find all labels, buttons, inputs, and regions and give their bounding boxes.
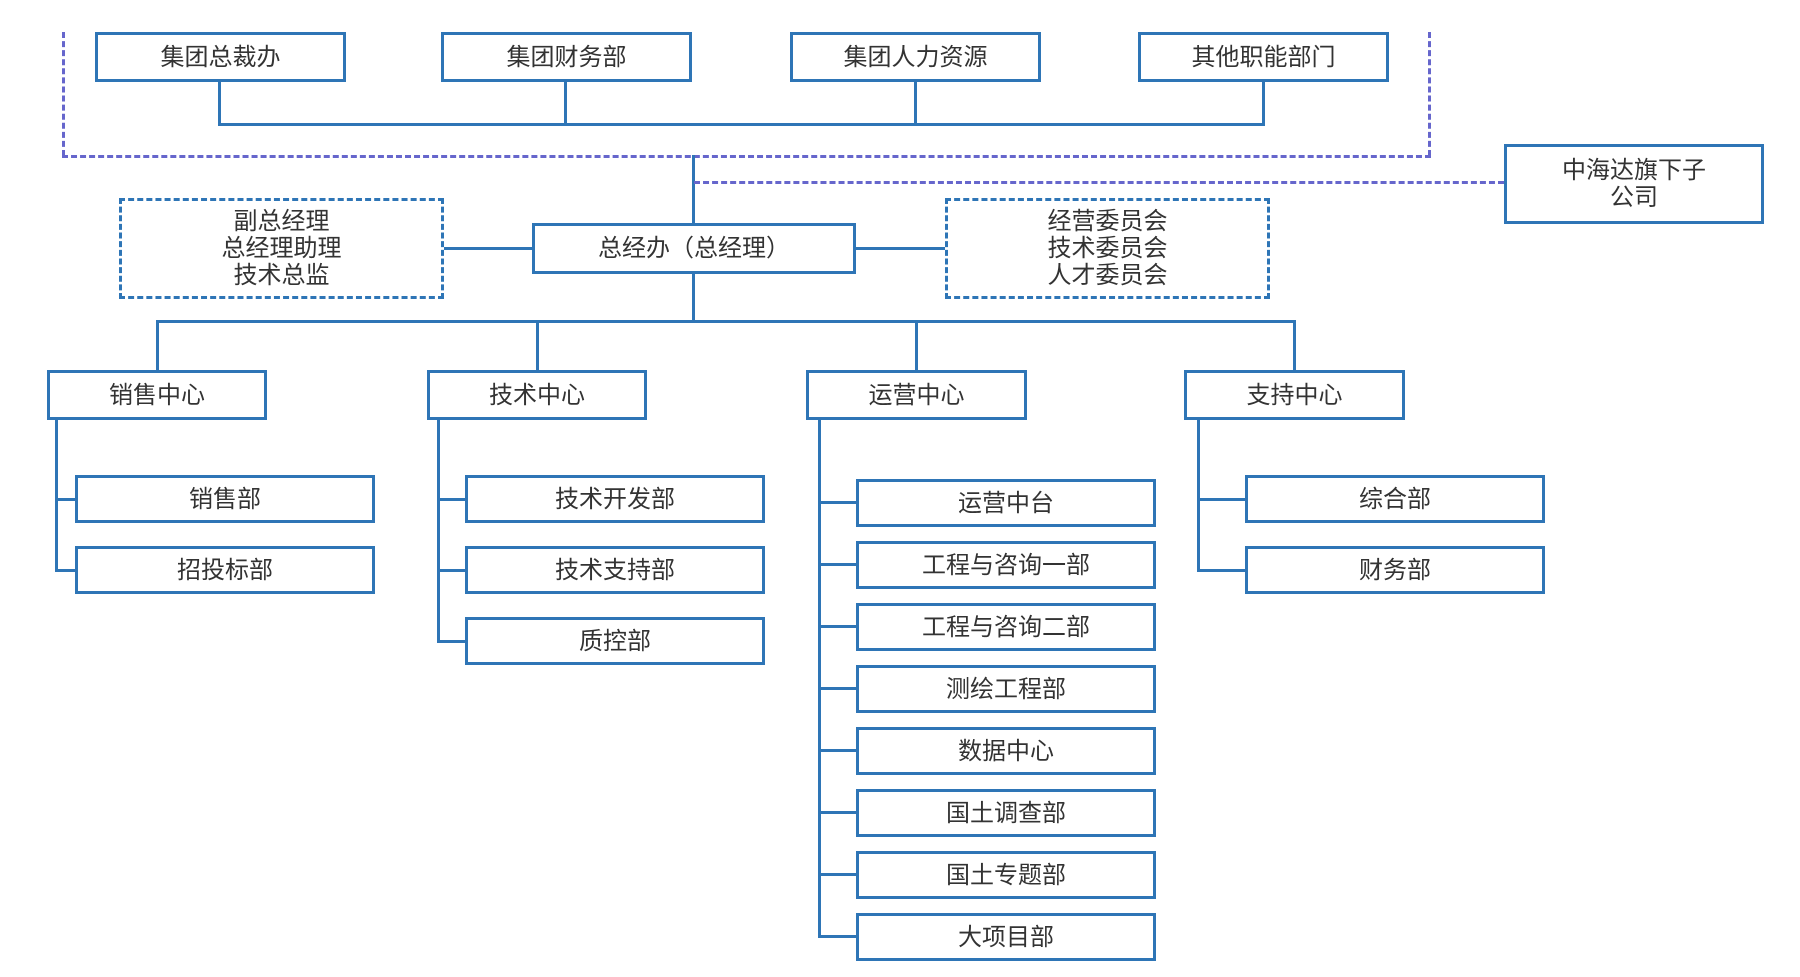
dept-box: 招投标部: [75, 546, 375, 594]
dept-box: 运营中台: [856, 479, 1156, 527]
connector: [914, 82, 917, 125]
dept-box: 工程与咨询一部: [856, 541, 1156, 589]
connector: [156, 320, 1296, 323]
connector: [536, 320, 539, 370]
subsidiary-box: 中海达旗下子 公司: [1504, 144, 1764, 224]
connector: [818, 873, 856, 876]
connector: [437, 498, 465, 501]
connector: [1197, 420, 1200, 572]
dept-box: 国土调查部: [856, 789, 1156, 837]
connector: [437, 569, 465, 572]
connector: [856, 247, 945, 250]
connector: [692, 155, 695, 223]
connector: [818, 687, 856, 690]
connector: [156, 320, 159, 370]
connector: [564, 82, 567, 125]
dept-box: 技术开发部: [465, 475, 765, 523]
connector: [915, 320, 918, 370]
committees-box: 经营委员会 技术委员会 人才委员会: [945, 198, 1270, 299]
group-bracket-right: [1428, 32, 1431, 156]
center-box-sales: 销售中心: [47, 370, 267, 420]
connector: [55, 569, 75, 572]
dept-box: 销售部: [75, 475, 375, 523]
deputies-box: 副总经理 总经理助理 技术总监: [119, 198, 444, 299]
connector: [818, 749, 856, 752]
dept-box: 大项目部: [856, 913, 1156, 961]
connector: [55, 498, 75, 501]
connector: [818, 563, 856, 566]
connector: [1262, 82, 1265, 125]
dept-box: 工程与咨询二部: [856, 603, 1156, 651]
group-bracket-left: [62, 32, 65, 156]
connector: [1293, 320, 1296, 370]
connector: [818, 625, 856, 628]
connector: [1197, 569, 1245, 572]
connector: [437, 420, 440, 643]
connector: [218, 123, 1265, 126]
dept-box: 质控部: [465, 617, 765, 665]
dept-box: 测绘工程部: [856, 665, 1156, 713]
connector: [444, 247, 532, 250]
group-dept-box: 集团人力资源: [790, 32, 1041, 82]
connector: [218, 82, 221, 125]
center-box-support: 支持中心: [1184, 370, 1405, 420]
connector: [818, 501, 856, 504]
connector: [1197, 498, 1245, 501]
group-bracket-bottom: [62, 155, 1431, 158]
subsidiary-link: [694, 181, 1504, 184]
center-box-tech: 技术中心: [427, 370, 647, 420]
dept-box: 国土专题部: [856, 851, 1156, 899]
dept-box: 综合部: [1245, 475, 1545, 523]
group-dept-box: 集团财务部: [441, 32, 692, 82]
connector: [818, 811, 856, 814]
dept-box: 财务部: [1245, 546, 1545, 594]
dept-box: 技术支持部: [465, 546, 765, 594]
connector: [55, 420, 58, 572]
gm-office-box: 总经办（总经理）: [532, 223, 856, 274]
connector: [437, 640, 465, 643]
group-dept-box: 其他职能部门: [1138, 32, 1389, 82]
connector: [818, 935, 856, 938]
center-box-operations: 运营中心: [806, 370, 1027, 420]
group-dept-box: 集团总裁办: [95, 32, 346, 82]
connector: [692, 274, 695, 321]
dept-box: 数据中心: [856, 727, 1156, 775]
connector: [818, 420, 821, 937]
